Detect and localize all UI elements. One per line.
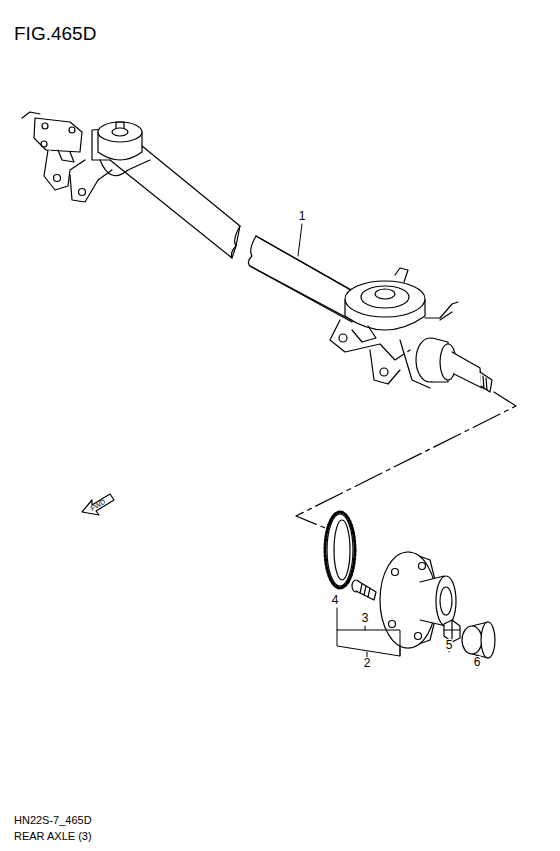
- assembly-line: [296, 392, 516, 530]
- callout-number: 5: [446, 639, 453, 651]
- callout-number: 2: [364, 657, 371, 669]
- axle-tube: [92, 122, 368, 322]
- callout-number: 1: [299, 210, 306, 222]
- leader-lines: [298, 224, 477, 668]
- drawing-code: HN22S-7_465D: [14, 815, 92, 826]
- right-end-housing: [330, 268, 492, 392]
- figure-caption: REAR AXLE (3): [14, 831, 92, 842]
- figure-title: FIG.465D: [14, 24, 96, 43]
- hub-cap: [462, 622, 495, 658]
- callout-number: 4: [332, 594, 339, 606]
- callout-number: 3: [362, 612, 369, 624]
- abs-sensor-ring: [325, 512, 355, 588]
- forward-arrow: [82, 494, 114, 515]
- callout-number: 6: [474, 656, 481, 668]
- hub-bolt: [352, 580, 376, 600]
